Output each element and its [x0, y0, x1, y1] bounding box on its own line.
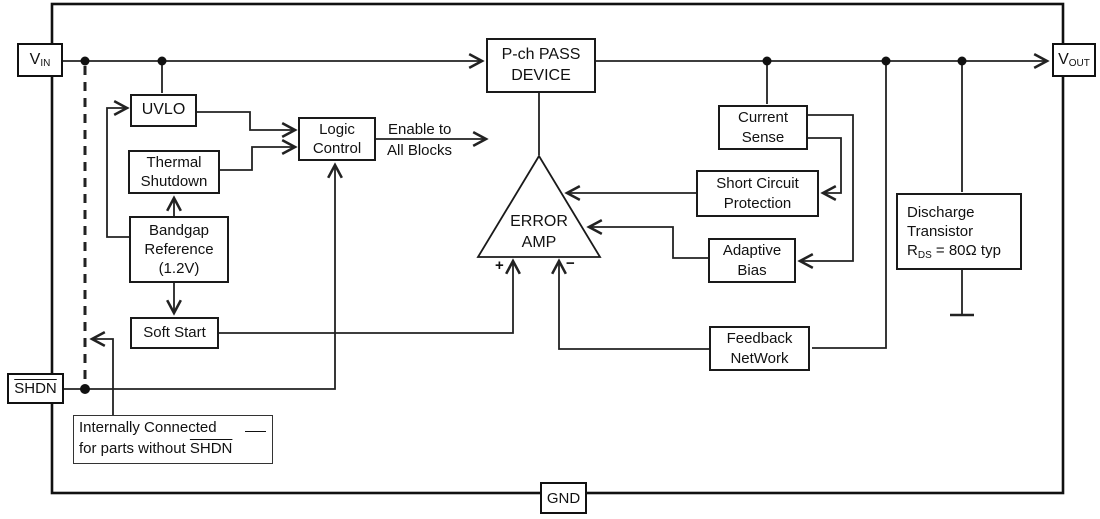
callout-line-2: for parts without SHDN [79, 440, 232, 457]
wire-shdn-to-logic [64, 165, 335, 390]
feedback-label-2: NetWork [730, 349, 789, 367]
callout-overline-fragment [245, 431, 266, 432]
pass-device-label-1: P-ch PASS [501, 46, 581, 64]
block-uvlo: UVLO [130, 94, 197, 127]
wire-adaptivebias-to-amp [589, 227, 708, 259]
wire-bandgap-to-uvlo [106, 108, 129, 238]
block-short-circuit-protection: Short Circuit Protection [696, 170, 819, 217]
block-logic-control: Logic Control [298, 117, 376, 161]
logic-label-2: Control [312, 140, 362, 157]
bandgap-label-1: Bandgap [148, 221, 210, 239]
block-pass-device: P-ch PASS DEVICE [486, 38, 596, 93]
block-discharge-transistor: Discharge Transistor RDS = 80Ω typ [896, 193, 1022, 270]
callout-line-1: Internally Connected [79, 419, 217, 436]
wire-currentsense-to-scp [808, 137, 842, 193]
bandgap-label-3: (1.2V) [158, 260, 200, 278]
rds-subscript: DS [917, 250, 932, 262]
uvlo-label: UVLO [141, 101, 186, 119]
error-amp-triangle [476, 154, 602, 258]
pin-shdn-label: SHDN [14, 380, 57, 397]
wire-vout-to-feedback [812, 61, 887, 349]
pin-gnd-label: GND [546, 489, 581, 507]
error-amp-minus-sign: − [566, 255, 575, 272]
soft-start-label: Soft Start [143, 324, 206, 342]
block-current-sense: Current Sense [718, 105, 808, 150]
scp-label-2: Protection [723, 194, 792, 212]
wire-uvlo-to-logic [197, 111, 295, 130]
thermal-label-1: Thermal [146, 153, 202, 171]
enable-label-1: Enable to [388, 121, 452, 138]
callout-shdn-overlined: SHDN [189, 440, 233, 457]
block-feedback-network: Feedback NetWork [709, 326, 810, 371]
adaptive-bias-label-2: Bias [737, 261, 767, 279]
discharge-label-3: RDS = 80Ω typ [907, 241, 1001, 262]
thermal-label-2: Shutdown [140, 173, 208, 190]
discharge-label-2: Transistor [907, 222, 974, 240]
rds-base: R [907, 242, 918, 260]
block-bandgap-reference: Bandgap Reference (1.2V) [129, 216, 229, 283]
callout-line-2-prefix: for parts without [79, 440, 190, 457]
error-amp-label: ERROR AMP [489, 211, 589, 253]
pass-device-label-2: DEVICE [511, 66, 571, 84]
wire-thermal-to-logic [220, 147, 295, 171]
pin-gnd: GND [540, 482, 587, 514]
adaptive-bias-label-1: Adaptive [722, 242, 782, 260]
wire-feedback-to-minus [559, 261, 709, 350]
feedback-label-1: Feedback [726, 330, 793, 348]
error-amp-plus-sign: + [495, 257, 504, 274]
rds-value: = 80Ω typ [931, 242, 1001, 260]
junction-dots [80, 56, 967, 394]
current-sense-label-1: Current [737, 109, 789, 127]
error-amp-label-2: AMP [521, 234, 557, 251]
current-sense-label-2: Sense [741, 128, 785, 146]
pin-vout-label: V [1058, 51, 1069, 68]
bandgap-label-2: Reference [144, 240, 214, 258]
pin-vout-subscript: OUT [1068, 57, 1090, 69]
wire-softstart-to-plus [219, 261, 513, 334]
pin-vin-subscript: IN [40, 57, 51, 69]
pin-shdn: SHDN [7, 373, 64, 404]
scp-label-1: Short Circuit [716, 175, 799, 193]
pin-vin-label: V [29, 51, 41, 68]
block-adaptive-bias: Adaptive Bias [708, 238, 796, 283]
callout-internally-connected: Internally Connected for parts without S… [73, 415, 273, 464]
wire-currentsense-to-adaptivebias [800, 114, 854, 261]
wire-callout-pointer [92, 339, 114, 415]
logic-label-1: Logic [319, 120, 355, 138]
block-thermal-shutdown: Thermal Shutdown [128, 150, 220, 194]
error-amp-label-1: ERROR [510, 213, 568, 230]
enable-label-2: All Blocks [387, 142, 453, 159]
discharge-label-1: Discharge [907, 203, 975, 221]
block-soft-start: Soft Start [130, 317, 219, 349]
